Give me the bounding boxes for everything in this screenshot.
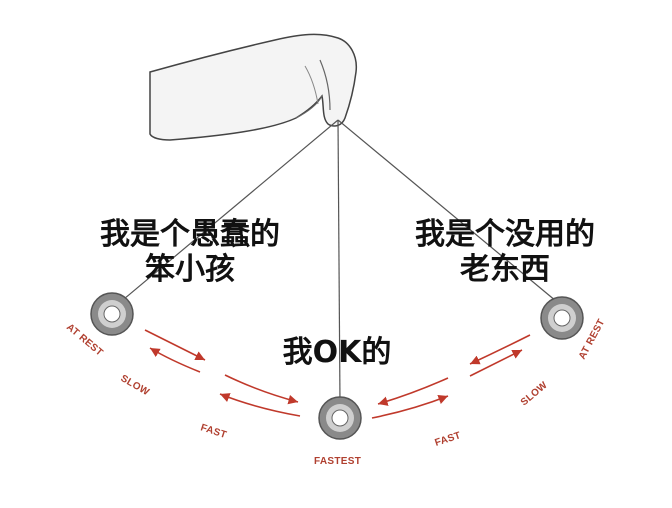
caption-left-line1: 我是个愚蠢的 [100, 217, 280, 252]
caption-left-line2: 笨小孩 [145, 251, 235, 287]
caption-right: 我是个没用的 老东西 [380, 217, 630, 287]
pendulum-bob-icon [318, 396, 362, 440]
label-fastest: FASTEST [314, 456, 361, 467]
label-fast-left: FAST [199, 422, 228, 441]
arrow-icon [144, 329, 531, 419]
label-slow-left: SLOW [119, 373, 152, 398]
caption-left: 我是个愚蠢的 笨小孩 [70, 217, 310, 287]
pendulum-bob-icon [540, 296, 584, 340]
caption-right-line2: 老东西 [460, 251, 550, 287]
pendulum-strings [117, 119, 563, 405]
caption-middle: 我OK的 [262, 335, 412, 371]
pendulum-bob-icon [90, 292, 134, 336]
caption-right-line1: 我是个没用的 [415, 217, 595, 252]
label-slow-right: SLOW [519, 380, 550, 409]
label-fast-right: FAST [434, 430, 463, 449]
hand-icon [149, 33, 358, 141]
caption-middle-text: 我OK的 [282, 335, 392, 370]
